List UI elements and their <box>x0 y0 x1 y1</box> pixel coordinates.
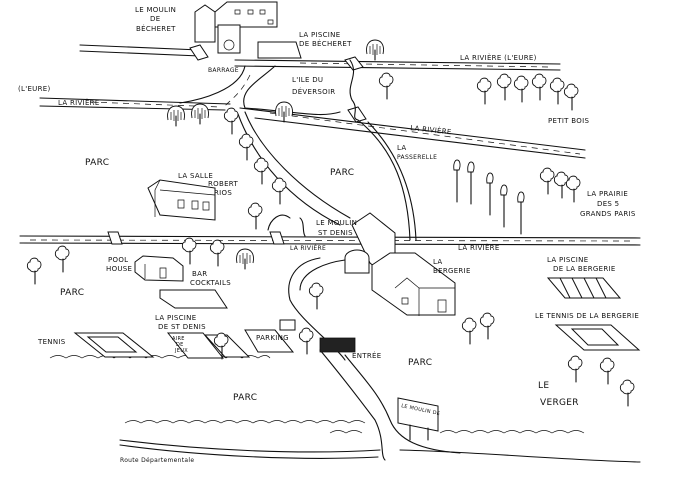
label-pool-house-2: HOUSE <box>106 265 132 273</box>
label-prairie-1: LA PRAIRIE <box>587 190 628 198</box>
label-entree: ENTRÉE <box>352 351 381 360</box>
river-middle <box>39 97 586 159</box>
label-bergerie-2: BERGERIE <box>433 267 471 275</box>
piscine-st-denis <box>159 289 228 309</box>
label-parc: PARC <box>330 168 354 178</box>
label-piscine-bergerie-2: DE LA BERGERIE <box>553 265 616 273</box>
label-parking: PARKING <box>256 334 289 342</box>
tennis-bergerie-court <box>554 324 641 351</box>
label-aire-2: DE <box>176 342 184 348</box>
label-salle-2: ROBERT <box>208 180 238 188</box>
label-salle-1: LA SALLE <box>178 172 213 180</box>
pool-house-building <box>134 255 184 282</box>
label-piscine-st-denis-1: LA PISCINE <box>155 314 196 322</box>
label-parc: PARC <box>60 288 84 298</box>
label-piscine-becheret-2: DE BÉCHERET <box>299 39 352 48</box>
label-parc: PARC <box>233 393 257 403</box>
label-petit-bois: PETIT BOIS <box>548 117 589 125</box>
entrance-gate <box>319 337 356 353</box>
label-riviere-left: LA RIVIÈRE <box>58 98 100 107</box>
map-labels: LE MOULIN DE BÉCHERET LA PISCINE DE BÉCH… <box>18 6 639 464</box>
label-aire-3: JEUX <box>174 348 188 354</box>
label-barrage: BARRAGE <box>208 67 239 74</box>
label-piscine-becheret-1: LA PISCINE <box>299 31 340 39</box>
label-riviere-bottom-center: LA RIVIÈRE <box>290 244 326 252</box>
label-bar-1: BAR <box>192 270 207 278</box>
tennis-court <box>73 332 155 358</box>
label-moulin-becheret-1: LE MOULIN <box>135 6 176 14</box>
label-ile-1: L'ILE DU <box>292 76 323 84</box>
piscine-bergerie <box>546 277 622 299</box>
label-piscine-st-denis-2: DE ST DENIS <box>158 323 206 331</box>
label-riviere-middle: LA RIVIÈRE <box>410 123 452 136</box>
river-bottom <box>19 235 641 246</box>
label-moulin-st-denis-2: ST DENIS <box>318 229 353 237</box>
label-bergerie-1: LA <box>433 258 442 266</box>
label-prairie-2: DES 5 <box>597 200 619 208</box>
label-leure: (L'EURE) <box>18 85 51 93</box>
moulin-becheret-building <box>194 1 278 54</box>
hedges <box>49 355 585 434</box>
label-pool-house-1: POOL <box>108 256 128 264</box>
signboard: LE MOULIN DE <box>397 397 441 441</box>
label-bar-2: COCKTAILS <box>190 279 231 287</box>
label-passerelle-2: PASSERELLE <box>397 154 437 161</box>
piscine-becheret <box>257 41 302 59</box>
label-parc: PARC <box>408 358 432 368</box>
label-salle-3: RIOS <box>214 189 232 197</box>
label-verger-1: LE <box>538 381 549 391</box>
bergerie-building <box>371 252 456 316</box>
label-prairie-3: GRANDS PARIS <box>580 210 636 218</box>
paths <box>119 59 641 463</box>
label-passerelle-1: LA <box>397 144 406 152</box>
river-top <box>79 44 561 71</box>
label-riviere-bottom-right: LA RIVIÈRE <box>458 243 500 252</box>
bridge <box>107 44 367 245</box>
label-piscine-bergerie-1: LA PISCINE <box>547 256 588 264</box>
label-aire-1: AIRE <box>172 336 185 342</box>
label-moulin-st-denis-1: LE MOULIN <box>316 219 357 227</box>
label-moulin-becheret-2: DE <box>150 15 160 23</box>
label-riviere-eure-top: LA RIVIÈRE (L'EURE) <box>460 53 537 62</box>
label-tennis: TENNIS <box>37 338 66 346</box>
label-tennis-bergerie: LE TENNIS DE LA BERGERIE <box>535 312 639 320</box>
parking-area <box>244 319 296 353</box>
label-ile-2: DÉVERSOIR <box>292 87 335 96</box>
salle-robert-rios-building <box>147 179 216 221</box>
label-moulin-becheret-3: BÉCHERET <box>136 24 176 33</box>
label-verger-2: VERGER <box>540 398 579 408</box>
label-parc: PARC <box>85 158 109 168</box>
label-route: Route Départementale <box>120 457 194 464</box>
